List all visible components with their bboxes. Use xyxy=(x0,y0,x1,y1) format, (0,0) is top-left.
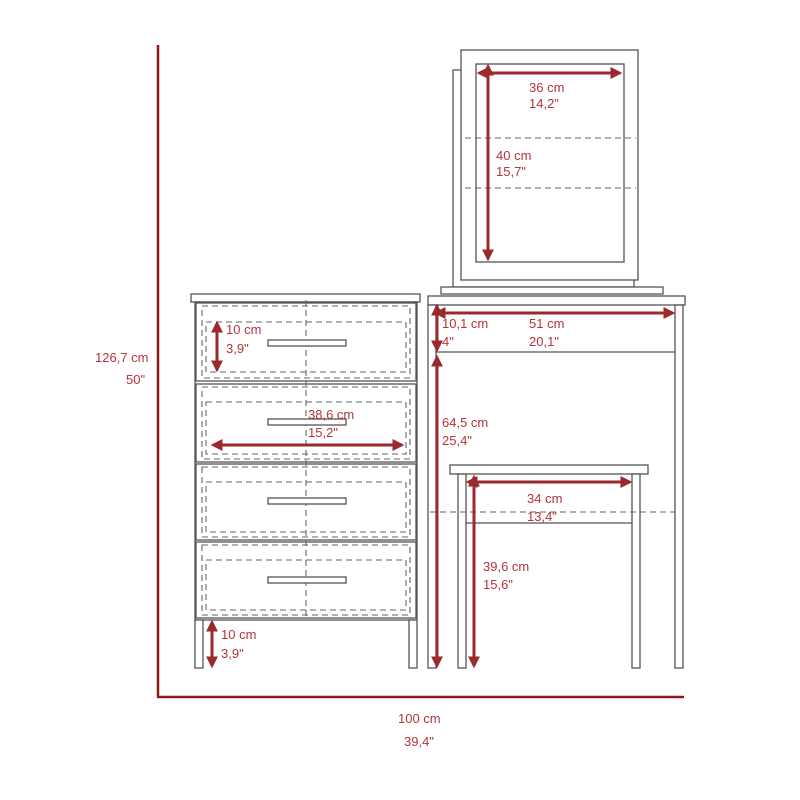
desk-clearance-cm: 64,5 cm xyxy=(442,415,488,430)
drawer-height-in: 3,9" xyxy=(226,341,249,356)
drawer-width-cm: 38,6 cm xyxy=(308,407,354,422)
desk-width-cm: 51 cm xyxy=(529,316,564,331)
total-height-in: 50" xyxy=(126,372,145,387)
stool-width-cm: 34 cm xyxy=(527,491,562,506)
mirror-height-in: 15,7" xyxy=(496,164,526,179)
dresser xyxy=(190,293,421,669)
mirror-width-cm: 36 cm xyxy=(529,80,564,95)
stool-height-cm: 39,6 cm xyxy=(483,559,529,574)
total-height-cm: 126,7 cm xyxy=(95,350,148,365)
drawer-width-in: 15,2" xyxy=(308,425,338,440)
stool-width-in: 13,4" xyxy=(527,509,557,524)
desk-apron-cm: 10,1 cm xyxy=(442,316,488,331)
drawer-height-cm: 10 cm xyxy=(226,322,261,337)
mirror-height-cm: 40 cm xyxy=(496,148,531,163)
total-width-cm: 100 cm xyxy=(398,711,441,726)
stool-height-in: 15,6" xyxy=(483,577,513,592)
desk-clearance-in: 25,4" xyxy=(442,433,472,448)
desk-apron-in: 4" xyxy=(442,334,454,349)
base-height-in: 3,9" xyxy=(221,646,244,661)
mirror-width-in: 14,2" xyxy=(529,96,559,111)
desk-width-in: 20,1" xyxy=(529,334,559,349)
base-height-cm: 10 cm xyxy=(221,627,256,642)
total-width-in: 39,4" xyxy=(404,734,434,749)
